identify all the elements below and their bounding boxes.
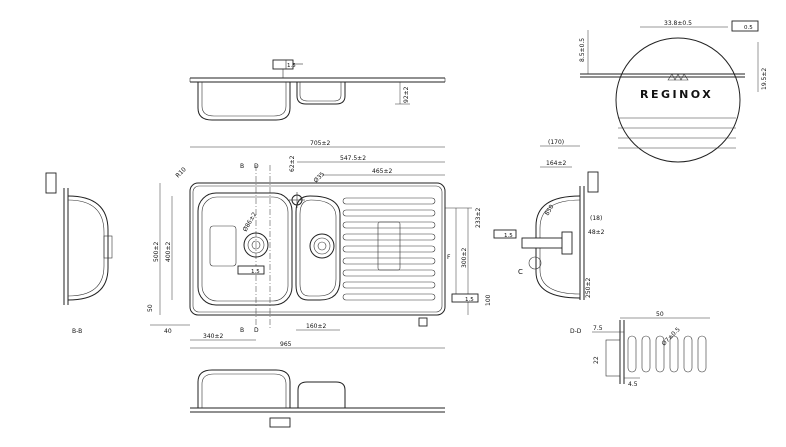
slot-dim-75: 7.5 [593,325,603,332]
dim-170: (170) [548,139,564,146]
dim-160: 160±2 [306,323,326,330]
dim-35: Ø35 [312,171,326,185]
section-b-b: B-B [45,172,113,335]
dim-250: 250±2 [585,278,592,298]
dim-300: 300±2 [461,248,468,268]
slot-dim-45: 4.5 [628,381,638,388]
section-bb-label: B-B [72,328,82,335]
slot-dim-22: 22 [593,356,600,364]
dim-40: 40 [164,328,172,335]
dim-500: 500±2 [153,242,160,262]
dim-233: 233±2 [475,208,482,228]
slot-dim-50: 50 [656,311,664,318]
top-profile-view: 92±2 1.5 [189,59,446,121]
dim-92: 92±2 [403,86,410,103]
section-d-top: D [254,163,259,170]
dim-100: 100 [485,294,492,306]
dim-338: 33.8±0.5 [664,20,692,27]
dim-400: 400±2 [165,242,172,262]
brand-logo: REGINOX [640,88,713,101]
plan-view: B D B D 705±2 547.5±2 465±2 340±2 160±2 … [147,140,492,349]
mark-c: C [518,268,523,276]
section-b-top: B [240,163,244,170]
dim-62: 62±2 [289,155,296,172]
slot-dia: Ø7±0.5 [660,326,681,347]
slot-detail: 50 7.5 22 4.5 Ø7±0.5 [592,311,710,388]
flat-tol-label: 1.5 [287,63,296,69]
dim-50: 50 [147,304,154,312]
bottom-profile-view [190,369,445,428]
dim-r10: R10 [174,166,187,179]
plan-tol-label-2: 1.5 [465,297,474,303]
dim-465: 465±2 [372,168,392,175]
detail-tol: 0.5 [744,25,753,31]
mark-f: F [447,254,451,261]
section-d-bottom: D [254,327,259,334]
dim-18: (18) [590,215,602,222]
dim-340: 340±2 [203,333,223,340]
dim-850: 850 [544,203,556,217]
drainer-grooves [342,197,436,301]
dim-965: 965 [280,341,292,348]
section-b-bottom: B [240,327,244,334]
section-d-d: (170) 164±2 850 (18) 48±2 250±2 C 1.5 D-… [493,139,605,335]
dim-48: 48±2 [588,229,605,236]
plan-tol-label: 1.5 [251,269,260,275]
dim-164: 164±2 [546,160,566,167]
section-dd-label: D-D [570,328,582,335]
dd-tol-label: 1.5 [504,233,513,239]
dim-705: 705±2 [310,140,330,147]
dim-547: 547.5±2 [340,155,366,162]
logo-detail: REGINOX 33.8±0.5 0.5 8.5±0.5 19.5±2 [579,20,768,163]
dim-195: 19.5±2 [761,68,768,90]
dim-85: 8.5±0.5 [579,38,586,62]
